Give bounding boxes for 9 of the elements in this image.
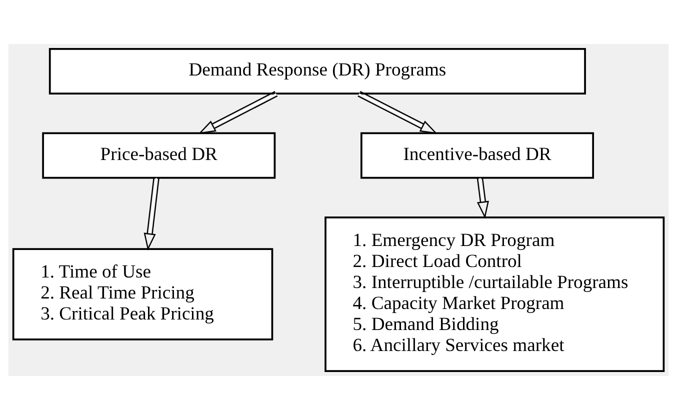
node-box: 1. Emergency DR Program 2. Direct Load Control 3. Interruptible /curtailable Programs 4. Capacity Market Program 5. Demand Bidding 6. Ancillary Services market: [324, 216, 665, 372]
arrow: [476, 177, 489, 218]
arrow: [144, 177, 160, 250]
arrow: [358, 90, 438, 134]
arrow: [198, 90, 278, 134]
node-box: Demand Response (DR) Programs: [48, 48, 586, 94]
node-box: Price-based DR: [42, 132, 276, 178]
node-box: Incentive-based DR: [360, 132, 594, 178]
node-box: 1. Time of Use 2. Real Time Pricing 3. Critical Peak Pricing: [12, 248, 274, 340]
